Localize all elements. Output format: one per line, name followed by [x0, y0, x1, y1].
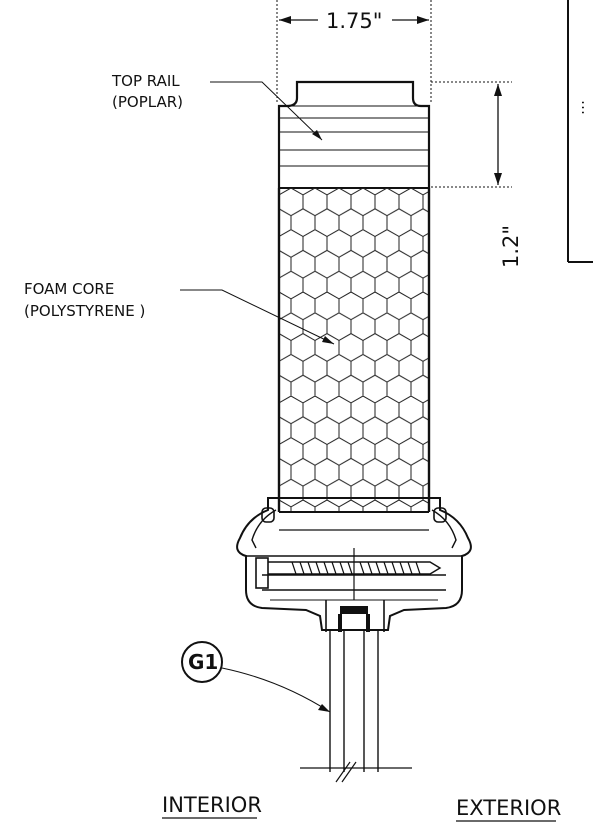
height-dimension: 1.2"	[431, 81, 523, 268]
top-rail-label: TOP RAIL	[111, 72, 180, 90]
adjacent-frame: …	[567, 0, 593, 263]
foam-core	[277, 188, 431, 512]
top-rail-material-label: (POPLAR)	[112, 93, 183, 111]
foam-core-material-label: (POLYSTYRENE )	[24, 302, 145, 320]
side-labels: INTERIOR EXTERIOR	[162, 793, 561, 822]
top-rail	[277, 80, 431, 189]
interior-label: INTERIOR	[162, 793, 262, 817]
width-dimension-label: 1.75"	[326, 9, 382, 33]
svg-text:…: …	[578, 100, 593, 115]
height-dimension-label: 1.2"	[499, 225, 523, 268]
exterior-label: EXTERIOR	[456, 796, 561, 820]
glass-pane	[300, 630, 412, 783]
foam-core-label: FOAM CORE	[24, 280, 114, 298]
glazing-tag-callout: G1	[181, 641, 331, 713]
width-dimension: 1.75"	[276, 0, 432, 103]
glazing-tag-label: G1	[188, 650, 218, 674]
top-rail-callout: TOP RAIL (POPLAR)	[111, 72, 323, 141]
bottom-rail-assembly	[236, 497, 472, 632]
foam-core-callout: FOAM CORE (POLYSTYRENE )	[24, 280, 335, 345]
